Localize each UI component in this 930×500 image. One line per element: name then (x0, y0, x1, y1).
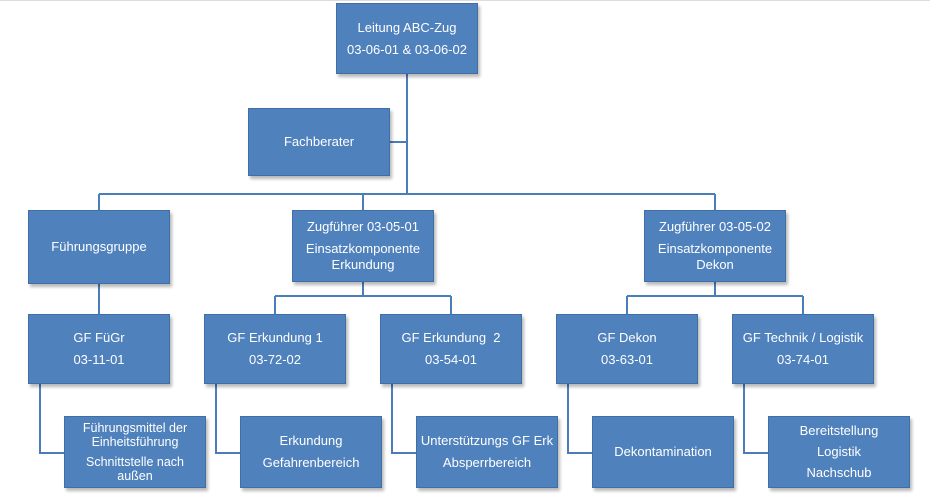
node-task-unterstuetzung[interactable]: Unterstützungs GF Erk Absperrbereich (416, 416, 558, 488)
node-title: Führungsgruppe (51, 239, 147, 254)
task-line-2: Einheitsführung (91, 435, 179, 449)
node-zugfuehrer-dekon[interactable]: Zugführer 03-05-02 Einsatzkomponente Dek… (644, 210, 786, 282)
node-code: 03-54-01 (424, 352, 478, 367)
task-line-3: Schnittstelle nach (86, 455, 184, 469)
task-line-2: Absperrbereich (442, 455, 532, 470)
connector-zf1-bus (274, 282, 452, 314)
task-line-2: Gefahrenbereich (262, 455, 360, 470)
node-title: Zugführer 03-05-02 (658, 219, 771, 234)
connector-task-tech (743, 384, 768, 454)
task-line-1: Dekontamination (614, 444, 712, 459)
node-gf-erkundung-2[interactable]: GF Erkundung 2 03-54-01 (380, 314, 522, 384)
task-line-1: Erkundung (279, 433, 343, 448)
node-title: GF Technik / Logistik (742, 330, 864, 345)
task-line-4: außen (117, 469, 153, 483)
node-gf-erkundung-1[interactable]: GF Erkundung 1 03-72-02 (204, 314, 346, 384)
connector-zf2-bus (626, 282, 804, 314)
node-title: Zugführer 03-05-01 (306, 219, 419, 234)
node-line-3: Erkundung (331, 257, 395, 272)
node-code: 03-74-01 (776, 352, 830, 367)
node-title: GF Dekon (597, 330, 657, 345)
node-title: GF Erkundung 1 (227, 330, 323, 345)
connector-task-erk2 (391, 384, 416, 454)
task-line-2: Logistik (816, 444, 862, 459)
node-gf-technik-logistik[interactable]: GF Technik / Logistik 03-74-01 (732, 314, 874, 384)
node-gf-fuegr[interactable]: GF FüGr 03-11-01 (28, 314, 170, 384)
node-fachberater[interactable]: Fachberater (248, 108, 390, 176)
node-title: Leitung ABC-Zug (357, 19, 457, 35)
node-code: 03-11-01 (73, 352, 125, 367)
node-gf-dekon[interactable]: GF Dekon 03-63-01 (556, 314, 698, 384)
node-task-dekontamination[interactable]: Dekontamination (592, 416, 734, 488)
node-title: GF Erkundung 2 (401, 330, 501, 345)
node-fuehrungsgruppe[interactable]: Führungsgruppe (28, 210, 170, 284)
node-title: GF FüGr (73, 330, 125, 345)
top-border-line (0, 0, 930, 1)
task-line-1: Unterstützungs GF Erk (420, 433, 554, 448)
node-leitung-abc-zug[interactable]: Leitung ABC-Zug 03-06-01 & 03-06-02 (336, 3, 478, 74)
node-zugfuehrer-erkundung[interactable]: Zugführer 03-05-01 Einsatzkomponente Erk… (292, 210, 434, 282)
node-line-3: Dekon (696, 257, 734, 272)
task-line-1: Führungsmittel der (82, 421, 188, 435)
node-task-logistik[interactable]: Bereitstellung Logistik Nachschub (768, 416, 910, 488)
node-title: Fachberater (283, 134, 355, 149)
node-line-2: Einsatzkomponente (305, 241, 421, 256)
connector-task-erk1 (215, 384, 240, 454)
node-code: 03-63-01 (600, 352, 654, 367)
task-line-1: Bereitstellung (799, 423, 879, 438)
connector-task-fuegr (39, 384, 64, 454)
node-code: 03-06-01 & 03-06-02 (347, 41, 467, 57)
node-line-2: Einsatzkomponente (657, 241, 773, 256)
node-code: 03-72-02 (248, 352, 302, 367)
connector-task-dekon (567, 384, 592, 454)
task-line-3: Nachschub (806, 465, 872, 480)
node-task-erkundung[interactable]: Erkundung Gefahrenbereich (240, 416, 382, 488)
node-task-fuehrungsmittel[interactable]: Führungsmittel der Einheitsführung Schni… (64, 416, 206, 488)
